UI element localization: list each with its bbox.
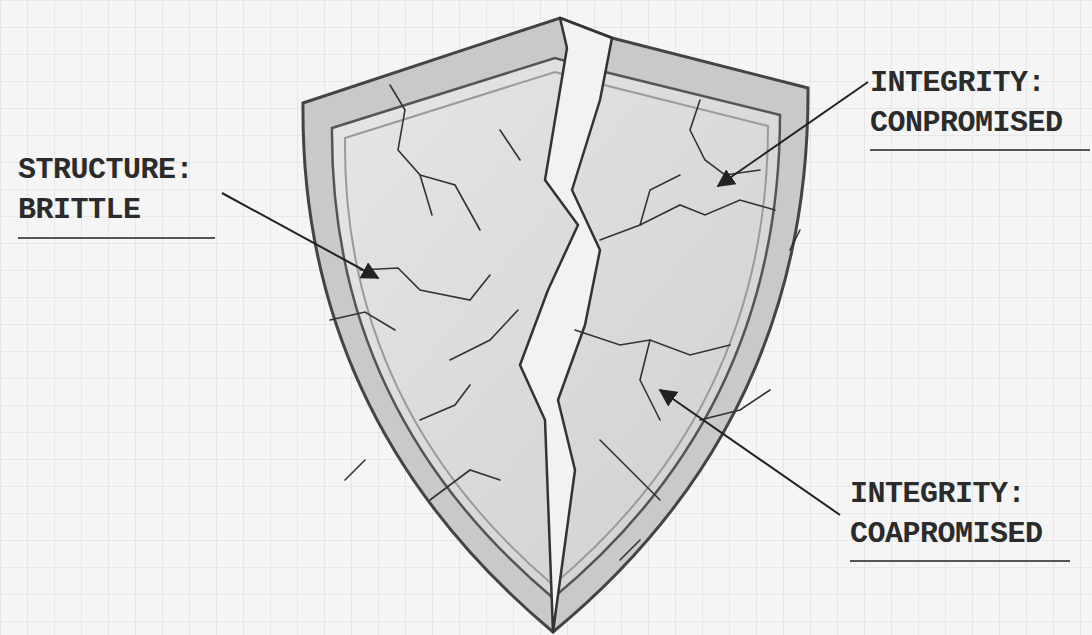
leader-line xyxy=(222,193,378,278)
callout-label: INTEGRITY: CONPROMISED xyxy=(870,63,1092,143)
label-underline xyxy=(18,237,215,239)
callout-label: INTEGRITY: COAPROMISED xyxy=(850,474,1090,554)
leader-line xyxy=(660,390,840,515)
label-underline xyxy=(850,560,1070,562)
shield xyxy=(303,18,808,632)
leader-line xyxy=(718,82,868,186)
callout-label: STRUCTURE: BRITTLE xyxy=(18,150,228,230)
label-underline xyxy=(870,149,1090,151)
